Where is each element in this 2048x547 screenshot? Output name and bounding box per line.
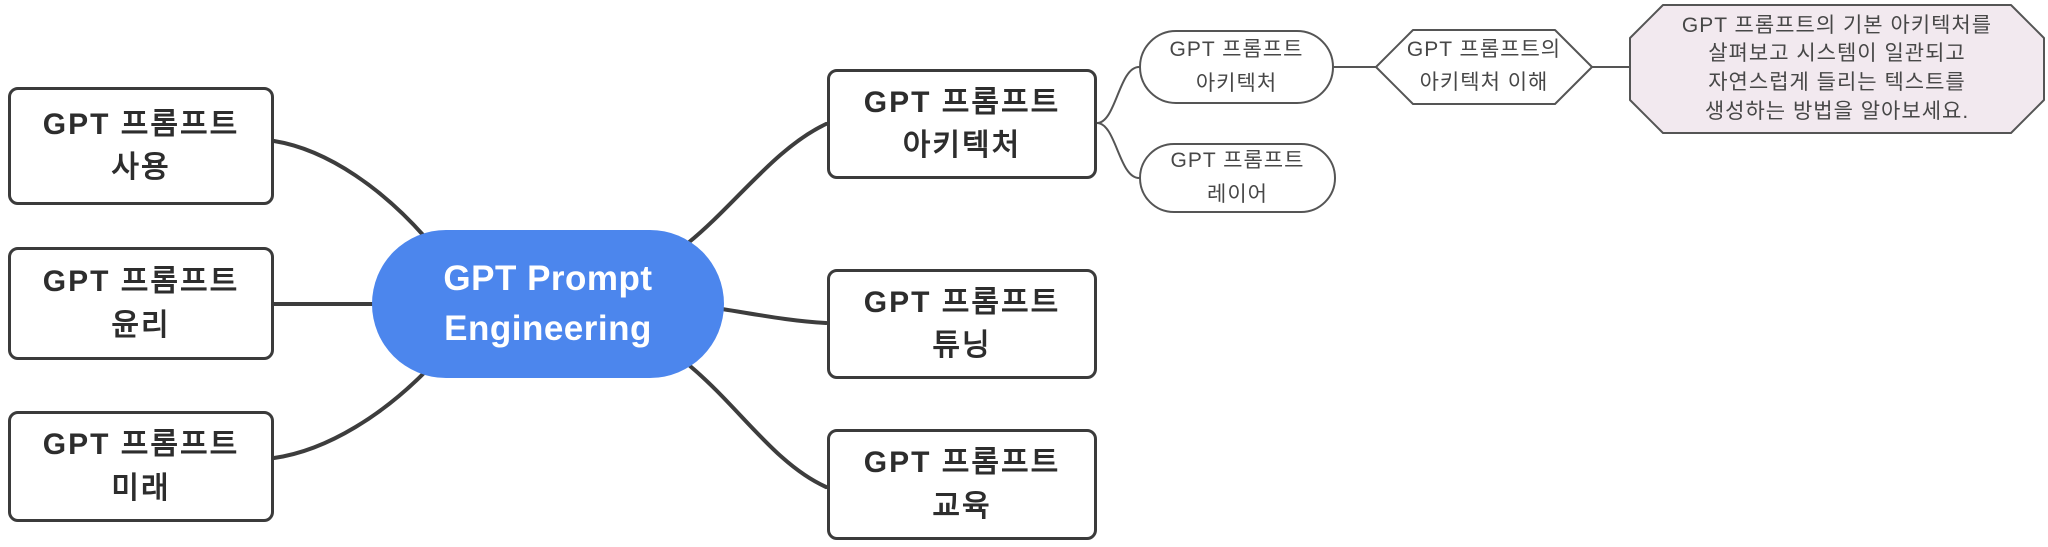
node-usage-line1: GPT 프롬프트 (42, 107, 240, 141)
node-ethics[interactable]: GPT 프롬프트 윤리 (8, 247, 274, 360)
edge-future-root (272, 371, 426, 460)
node-education-line2: 교육 (932, 489, 992, 523)
root-node[interactable]: GPT Prompt Engineering (372, 230, 724, 378)
edge-root-architecture (686, 122, 828, 245)
root-node-line1: GPT Prompt (443, 258, 653, 298)
detail-note-line4: 생성하는 방법을 알아보세요. (1704, 99, 1970, 123)
node-architecture-line2: 아키텍처 (902, 129, 1022, 162)
node-tuning[interactable]: GPT 프롬프트 튜닝 (827, 269, 1097, 379)
hexagon-shape (1375, 29, 1593, 105)
subnode-layer[interactable]: GPT 프롬프트 레이어 (1139, 143, 1336, 213)
node-architecture-line1: GPT 프롬프트 (863, 85, 1061, 119)
node-education[interactable]: GPT 프롬프트 교육 (827, 429, 1097, 540)
node-tuning-line1: GPT 프롬프트 (863, 285, 1061, 319)
node-future-line2: 미래 (111, 471, 171, 505)
node-usage[interactable]: GPT 프롬프트 사용 (8, 87, 274, 205)
subnode-architecture[interactable]: GPT 프롬프트 아키텍처 (1139, 30, 1334, 104)
edge-root-tuning (720, 307, 828, 325)
hexagon-node-line2: 아키텍처 이해 (1419, 71, 1549, 94)
subnode-architecture-line2: 아키텍처 (1195, 72, 1278, 95)
subnode-layer-line1: GPT 프롬프트 (1170, 149, 1305, 173)
edge-usage-root (272, 139, 426, 238)
subnode-architecture-line1: GPT 프롬프트 (1169, 38, 1304, 62)
node-future[interactable]: GPT 프롬프트 미래 (8, 411, 274, 522)
root-node-line2: Engineering (444, 309, 652, 348)
hexagon-node-line1: GPT 프롬프트의 (1406, 38, 1562, 62)
edge-root-education (688, 364, 828, 489)
node-future-line1: GPT 프롬프트 (42, 428, 240, 461)
node-education-line1: GPT 프롬프트 (863, 446, 1061, 479)
detail-note-line1: GPT 프롬프트의 기본 아키텍처를 (1681, 13, 1993, 37)
detail-note-line3: 자연스럽게 들리는 텍스트를 (1708, 71, 1966, 94)
node-architecture[interactable]: GPT 프롬프트 아키텍처 (827, 69, 1097, 179)
node-ethics-line2: 윤리 (111, 308, 171, 342)
hexagon-node[interactable]: GPT 프롬프트의 아키텍처 이해 (1386, 30, 1582, 104)
edge-architecture-subarchitecture (1096, 66, 1140, 124)
node-tuning-line2: 튜닝 (932, 329, 992, 362)
subnode-layer-line2: 레이어 (1207, 183, 1268, 206)
detail-note-line2: 살펴보고 시스템이 일관되고 (1708, 42, 1966, 66)
detail-note-shape (1629, 4, 2045, 134)
edge-architecture-sublayer (1096, 122, 1140, 179)
node-ethics-line1: GPT 프롬프트 (42, 265, 240, 298)
detail-note[interactable]: GPT 프롬프트의 기본 아키텍처를 살펴보고 시스템이 일관되고 자연스럽게 … (1638, 5, 2036, 133)
node-usage-line2: 사용 (111, 151, 171, 184)
